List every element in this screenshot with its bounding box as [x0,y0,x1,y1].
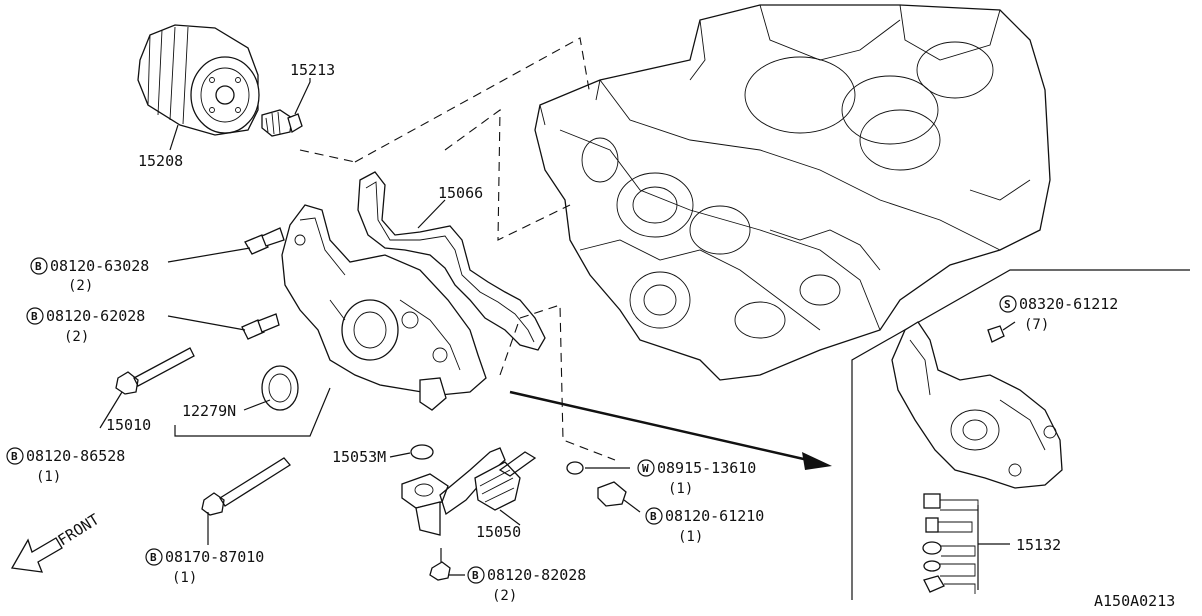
fastener-qty: (7) [1024,317,1049,333]
fastener-number: 08320-61212 [1019,295,1118,313]
front-arrow-icon [10,537,63,573]
strainer-bolt-drawing [429,548,465,581]
fastener-number: 08120-82028 [487,566,586,584]
inset-box [851,269,1190,600]
engine-block-drawing [534,4,1051,381]
badge-letter: B [472,569,479,582]
label-o-ring: 15053M [332,448,386,466]
label-gasket: 15066 [438,184,483,202]
pointer-arrow [509,390,832,470]
label-oil-pump-assembly: 15010 [106,416,151,434]
fastener-number: 08915-13610 [657,459,756,477]
badge-letter: S [1004,298,1011,311]
badge-letter: B [35,260,42,273]
fastener-qty: (1) [678,529,703,545]
front-oil-seal-drawing [261,365,299,411]
labels: 15208 15213 15066 15010 12279N 15053M 15… [6,61,1175,610]
leader-lines-left [99,247,331,545]
o-ring-drawing [410,444,434,460]
label-oil-strainer: 15050 [476,523,521,541]
front-label: FRONT [55,510,103,549]
fastener-number: 08120-61210 [665,507,764,525]
fastener-number: 08170-87010 [165,548,264,566]
diagram-code: A150A0213 [1094,592,1175,610]
fastener-number: 08120-62028 [46,307,145,325]
badge-letter: B [11,450,18,463]
oil-filter-drawing [137,24,260,136]
oil-pressure-switch-drawing [261,109,303,137]
washer-bolt-drawing [566,461,641,513]
badge-letter: B [31,310,38,323]
label-oil-filter: 15208 [138,152,183,170]
fastener-qty: (1) [36,469,61,485]
alignment-lines [299,37,616,461]
pump-bolts-drawing [115,227,291,516]
fastener-qty: (2) [68,278,93,294]
label-front-oil-seal: 12279N [182,402,236,420]
fastener-qty: (1) [172,570,197,586]
regulator-kit-drawing [922,493,1010,594]
label-oil-pressure-switch: 15213 [290,61,335,79]
badge-letter: B [150,551,157,564]
inset-oil-pump-drawing [891,321,1063,489]
oil-strainer-drawing [401,447,537,536]
fastener-qty: (2) [64,329,89,345]
fastener-number: 08120-86528 [26,447,125,465]
badge-letter: W [642,462,649,475]
fastener-qty: (1) [668,481,693,497]
oil-pump-drawing [281,204,487,411]
label-regulator-kit: 15132 [1016,536,1061,554]
fastener-number: 08120-63028 [50,257,149,275]
badge-letter: B [650,510,657,523]
fastener-qty: (2) [492,588,517,604]
gasket-drawing [357,171,546,351]
